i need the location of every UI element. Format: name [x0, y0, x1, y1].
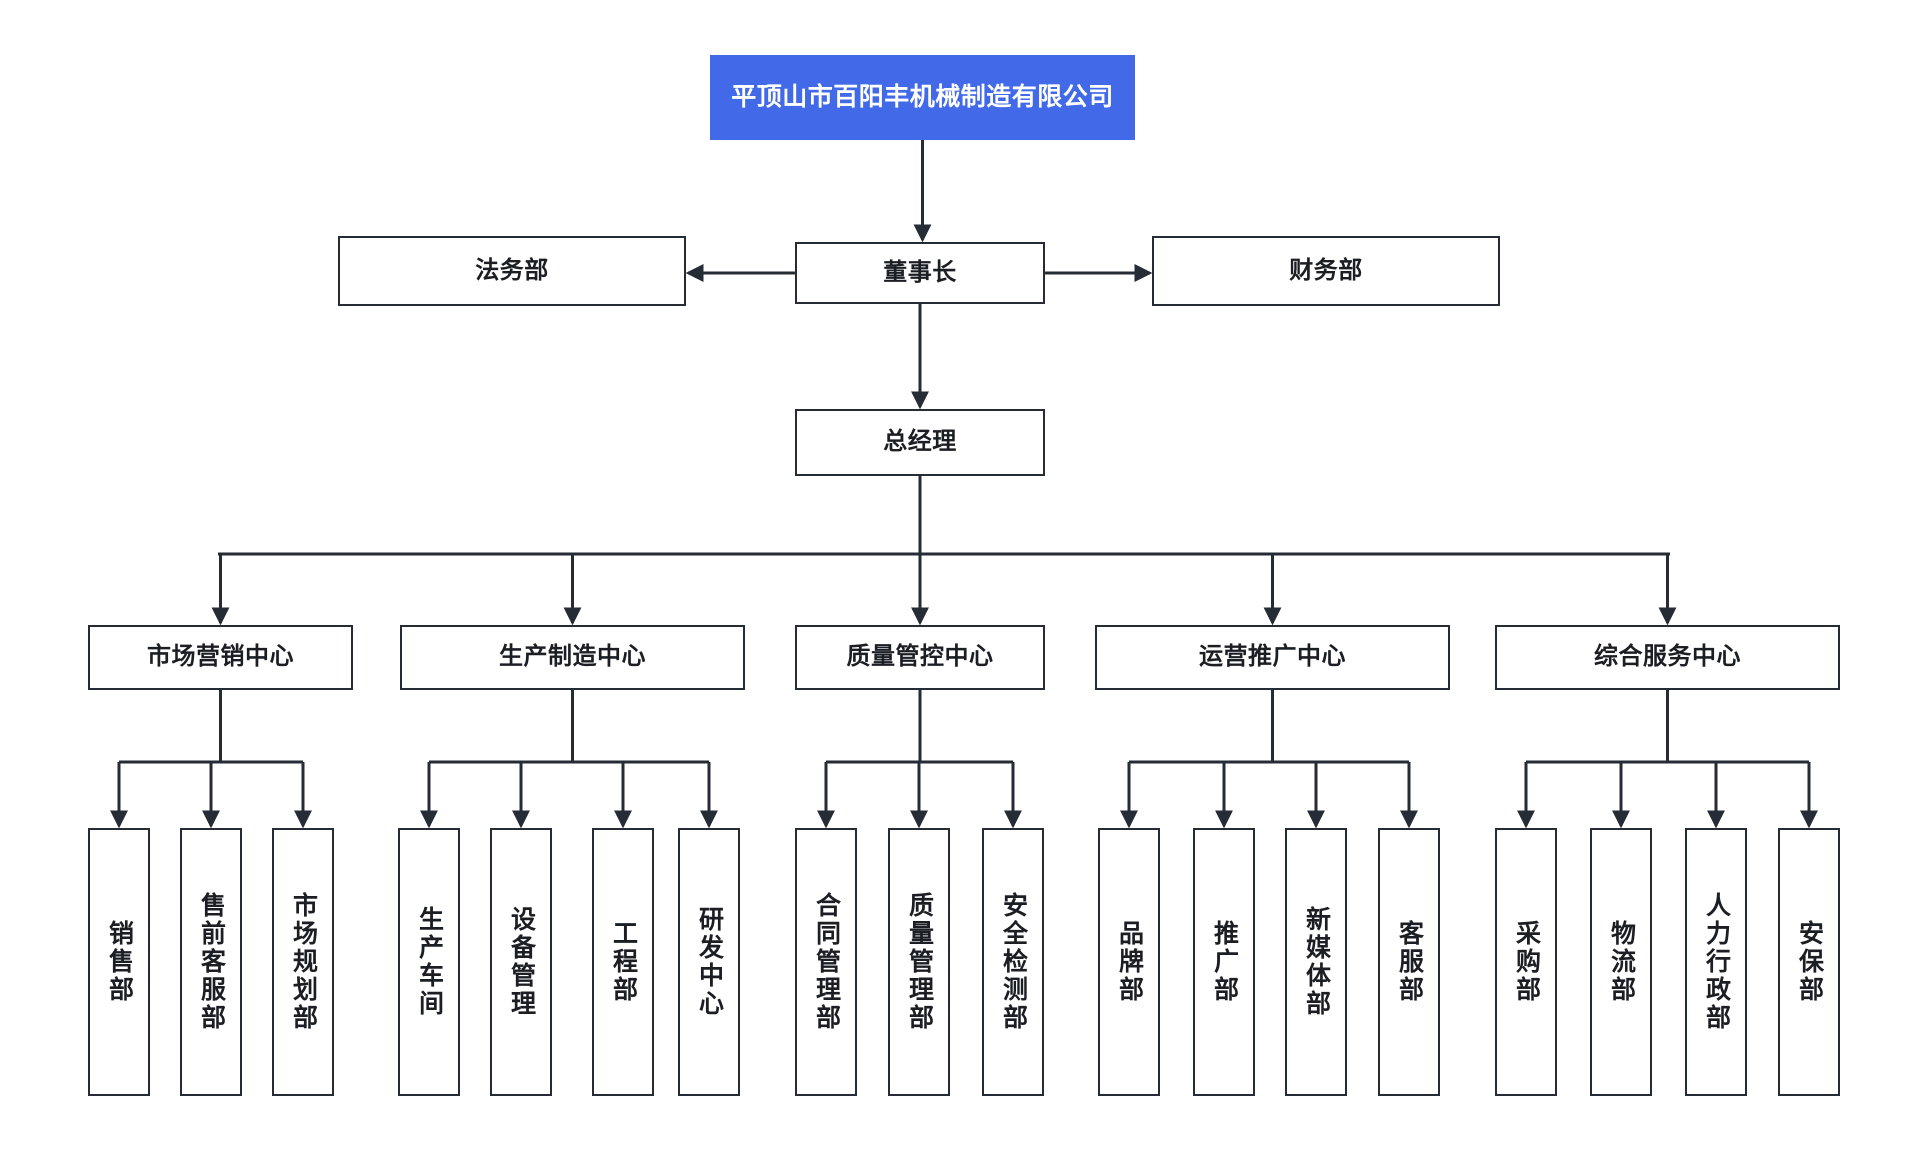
- node-department-2-3[interactable]: 工程部: [592, 828, 654, 1096]
- node-department-5-3[interactable]: 人力行政部: [1685, 828, 1747, 1096]
- node-department-5-4[interactable]: 安保部: [1778, 828, 1840, 1096]
- node-label: 销售部: [105, 920, 134, 1004]
- node-label: 物流部: [1607, 920, 1636, 1004]
- node-label: 新媒体部: [1302, 906, 1331, 1018]
- node-label: 综合服务中心: [1594, 643, 1741, 671]
- node-center-2[interactable]: 生产制造中心: [400, 625, 745, 690]
- node-label: 平顶山市百阳丰机械制造有限公司: [731, 82, 1114, 111]
- node-center-3[interactable]: 质量管控中心: [795, 625, 1045, 690]
- node-label: 合同管理部: [812, 892, 841, 1032]
- node-label: 市场规划部: [289, 892, 318, 1032]
- node-center-1[interactable]: 市场营销中心: [88, 625, 353, 690]
- node-department-3-3[interactable]: 安全检测部: [982, 828, 1044, 1096]
- node-label: 生产制造中心: [499, 643, 646, 671]
- node-department-4-4[interactable]: 客服部: [1378, 828, 1440, 1096]
- node-department-4-2[interactable]: 推广部: [1193, 828, 1255, 1096]
- node-label: 推广部: [1210, 920, 1239, 1004]
- node-finance-department[interactable]: 财务部: [1152, 236, 1500, 306]
- node-department-2-4[interactable]: 研发中心: [678, 828, 740, 1096]
- node-department-4-1[interactable]: 品牌部: [1098, 828, 1160, 1096]
- node-label: 质量管理部: [905, 892, 934, 1032]
- node-label: 市场营销中心: [147, 643, 294, 671]
- node-label: 人力行政部: [1702, 892, 1731, 1032]
- node-label: 工程部: [609, 920, 638, 1004]
- node-center-4[interactable]: 运营推广中心: [1095, 625, 1450, 690]
- node-department-1-2[interactable]: 售前客服部: [180, 828, 242, 1096]
- node-label: 董事长: [883, 258, 957, 286]
- node-center-5[interactable]: 综合服务中心: [1495, 625, 1840, 690]
- node-label: 总经理: [883, 428, 957, 456]
- node-department-2-1[interactable]: 生产车间: [398, 828, 460, 1096]
- node-label: 采购部: [1512, 920, 1541, 1004]
- node-department-1-1[interactable]: 销售部: [88, 828, 150, 1096]
- node-label: 研发中心: [695, 906, 724, 1018]
- node-department-4-3[interactable]: 新媒体部: [1285, 828, 1347, 1096]
- node-department-1-3[interactable]: 市场规划部: [272, 828, 334, 1096]
- node-label: 法务部: [475, 256, 549, 284]
- node-label: 运营推广中心: [1199, 643, 1346, 671]
- node-label: 财务部: [1289, 256, 1363, 284]
- node-department-2-2[interactable]: 设备管理: [490, 828, 552, 1096]
- node-department-3-2[interactable]: 质量管理部: [888, 828, 950, 1096]
- node-label: 安全检测部: [999, 892, 1028, 1032]
- node-label: 安保部: [1795, 920, 1824, 1004]
- node-label: 客服部: [1395, 920, 1424, 1004]
- node-department-3-1[interactable]: 合同管理部: [795, 828, 857, 1096]
- node-company-root[interactable]: 平顶山市百阳丰机械制造有限公司: [710, 55, 1135, 140]
- node-label: 售前客服部: [197, 892, 226, 1032]
- node-department-5-2[interactable]: 物流部: [1590, 828, 1652, 1096]
- node-chairman[interactable]: 董事长: [795, 242, 1045, 304]
- node-label: 品牌部: [1115, 920, 1144, 1004]
- node-label: 质量管控中心: [846, 643, 994, 671]
- node-legal-department[interactable]: 法务部: [338, 236, 686, 306]
- node-label: 生产车间: [415, 906, 444, 1018]
- node-department-5-1[interactable]: 采购部: [1495, 828, 1557, 1096]
- node-label: 设备管理: [507, 906, 536, 1018]
- node-general-manager[interactable]: 总经理: [795, 409, 1045, 476]
